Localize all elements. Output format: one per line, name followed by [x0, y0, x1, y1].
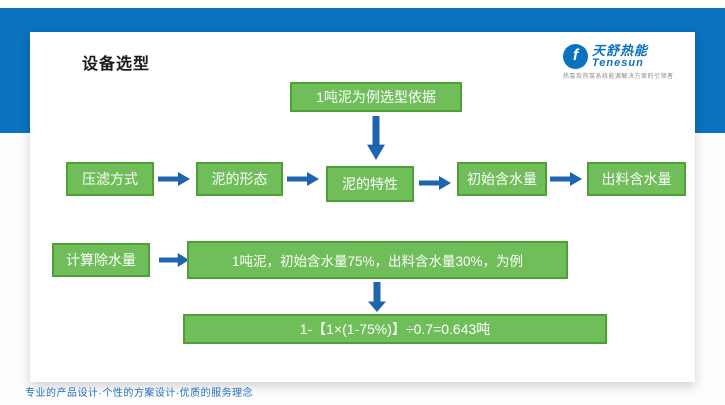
footer-slogan: 专业的产品设计·个性的方案设计·优质的服务理念: [25, 388, 254, 399]
flow-box-calc-water-removal: 计算除水量: [52, 243, 150, 277]
company-logo: f 天舒热能 Tenesun 热泵及热泵系统能源解决方案的引领者: [563, 44, 681, 80]
arrow-right-icon: [419, 176, 451, 190]
flow-box-formula: 1-【1×(1-75%)】÷0.7=0.643吨: [183, 314, 607, 344]
arrow-right-icon: [158, 172, 190, 186]
flow-box-mud-characteristics: 泥的特性: [326, 166, 414, 202]
arrow-down-icon: [367, 282, 387, 312]
arrow-down-icon: [366, 116, 386, 160]
flow-box-selection-basis: 1吨泥为例选型依据: [290, 82, 462, 112]
arrow-right-icon: [550, 172, 582, 186]
flow-box-press-method: 压滤方式: [66, 162, 154, 196]
arrow-right-icon: [287, 172, 319, 186]
flow-box-discharge-moisture: 出料含水量: [587, 162, 686, 196]
arrow-right-icon: [159, 253, 189, 267]
flow-box-initial-moisture: 初始含水量: [457, 162, 547, 196]
logo-tagline: 热泵及热泵系统能源解决方案的引领者: [563, 74, 674, 81]
logo-brand-en: Tenesun: [592, 56, 644, 69]
flow-box-mud-form: 泥的形态: [196, 162, 283, 196]
slide-content-card: 设备选型 f 天舒热能 Tenesun 热泵及热泵系统能源解决方案的引领者 1吨…: [30, 32, 695, 382]
page-title: 设备选型: [82, 56, 151, 73]
logo-brand-cn: 天舒热能: [592, 43, 649, 58]
logo-icon: f: [563, 44, 588, 70]
flow-box-example-values: 1吨泥，初始含水量75%，出料含水量30%，为例: [187, 241, 568, 279]
